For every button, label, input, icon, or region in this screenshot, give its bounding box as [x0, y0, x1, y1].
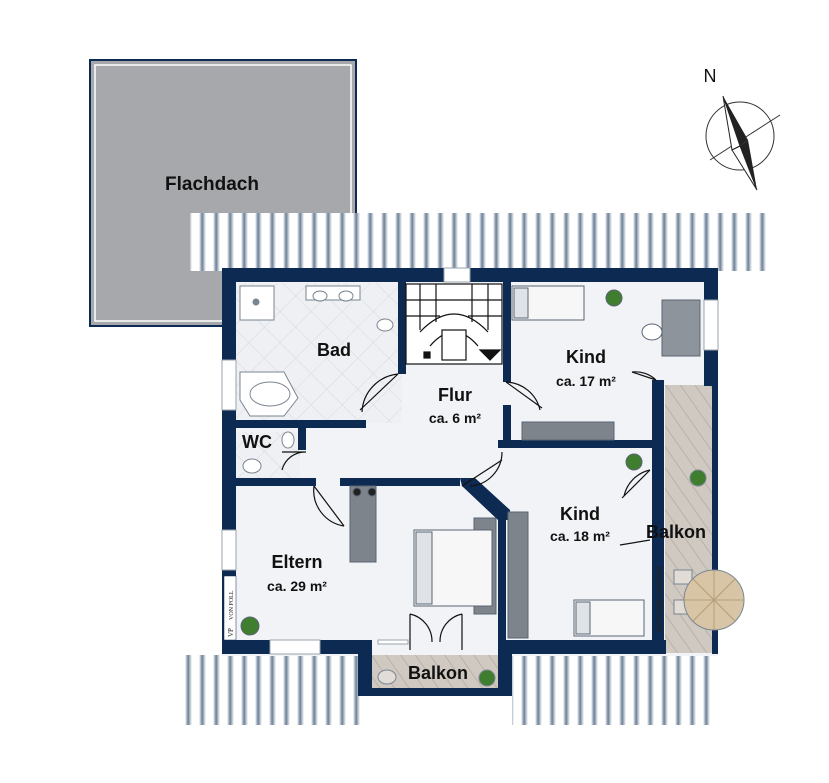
roof-eaves	[180, 213, 767, 725]
von-poll-logo: VON POLL VP	[223, 575, 237, 641]
kind1-furniture	[511, 285, 701, 441]
eltern-label: Eltern	[271, 552, 322, 572]
bad-label: Bad	[317, 340, 351, 360]
wc-label: WC	[242, 432, 272, 452]
kind2-label: Kind	[560, 504, 600, 524]
kind2-furniture	[507, 453, 645, 639]
walls	[222, 268, 718, 696]
svg-text:VON POLL: VON POLL	[229, 590, 235, 620]
compass: N	[704, 66, 781, 191]
bathroom-fixtures	[239, 285, 394, 474]
north-label: N	[704, 66, 717, 86]
kind2-area: ca. 18 m²	[550, 528, 610, 544]
kind1-label: Kind	[566, 347, 606, 367]
door-swings	[281, 371, 657, 650]
balcony-furniture	[377, 469, 745, 687]
svg-text:VP: VP	[227, 628, 235, 637]
eltern-area: ca. 29 m²	[267, 578, 327, 594]
flur-area: ca. 6 m²	[429, 410, 481, 426]
compass-needle	[723, 96, 748, 146]
flachdach-label: Flachdach	[165, 174, 259, 195]
immogrundriss-watermark: Immogrundriss	[654, 566, 665, 632]
flur-label: Flur	[438, 385, 472, 405]
kind1-area: ca. 17 m²	[556, 373, 616, 389]
eltern-furniture	[240, 485, 497, 636]
balkon-right-label: Balkon	[646, 522, 706, 542]
windows	[221, 267, 719, 655]
balkon-bottom-label: Balkon	[408, 663, 468, 683]
staircase	[405, 283, 503, 365]
